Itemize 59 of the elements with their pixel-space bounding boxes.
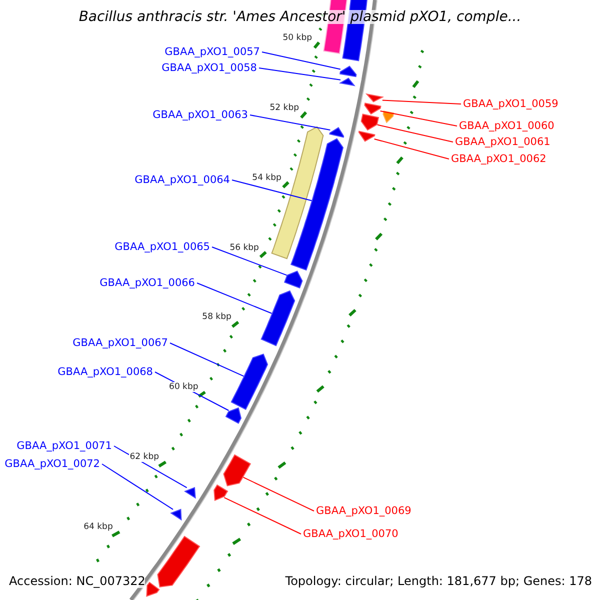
gene-feature: [230, 354, 268, 410]
scale-label: 64 kbp: [82, 522, 114, 532]
gene-label: GBAA_pXO1_0069: [316, 504, 412, 518]
leader-line: [250, 114, 331, 130]
gene-label: GBAA_pXO1_0057: [164, 45, 260, 59]
gene-label: GBAA_pXO1_0059: [463, 97, 558, 111]
gene-feature: [358, 130, 376, 142]
gene-label: GBAA_pXO1_0064: [134, 173, 230, 187]
gene-feature: [223, 454, 252, 486]
leader-line: [242, 476, 314, 512]
gene-feature: [340, 66, 357, 78]
gene-label: GBAA_pXO1_0070: [303, 527, 398, 541]
title: Bacillus anthracis str. 'Ames Ancestor' plasmid pXO1, comple...: [78, 10, 522, 24]
leader-line: [380, 110, 458, 126]
gene-label: GBAA_pXO1_0062: [451, 152, 546, 166]
leader-line: [374, 138, 450, 160]
scale-label: 60 kbp: [168, 382, 200, 392]
gene-label: GBAA_pXO1_0067: [72, 336, 168, 350]
gene-feature: [360, 114, 380, 131]
leader-line: [382, 100, 462, 104]
gene-label: GBAA_pXO1_0061: [455, 135, 550, 149]
leader-line: [224, 497, 302, 534]
gene-feature: [260, 290, 296, 346]
accession-text: Accession: NC_007322: [9, 574, 146, 588]
leader-line: [102, 464, 174, 510]
leader-line: [232, 180, 312, 202]
gene-label: GBAA_pXO1_0065: [114, 240, 210, 254]
scale-label: 56 kbp: [228, 242, 260, 252]
summary-text: Topology: circular; Length: 181,677 bp; Genes: 178: [285, 574, 592, 588]
gene-feature: [284, 270, 303, 288]
gene-label: GBAA_pXO1_0058: [162, 61, 257, 75]
gene-feature: [290, 138, 344, 270]
gene-feature: [340, 78, 355, 86]
gene-label: GBAA_pXO1_0060: [459, 119, 554, 133]
scale-label: 62 kbp: [128, 452, 160, 462]
gene-feature: [184, 486, 196, 498]
leader-line: [258, 68, 341, 80]
leader-line: [196, 282, 272, 314]
gene-label: GBAA_pXO1_0071: [16, 439, 112, 453]
leader-line: [170, 342, 244, 377]
scale-label: 58 kbp: [201, 312, 232, 322]
scale-label: 52 kbp: [268, 102, 300, 113]
gene-feature: [364, 102, 382, 115]
leader-line: [212, 246, 288, 276]
gene-label: GBAA_pXO1_0068: [58, 365, 153, 379]
gene-feature: [157, 536, 200, 588]
leader-line: [376, 124, 454, 142]
gene-label: GBAA_pXO1_0072: [4, 457, 100, 471]
gene-feature: [146, 582, 160, 597]
gene-feature: [225, 407, 242, 424]
gene-feature: [382, 110, 394, 124]
gene-feature: [170, 508, 182, 520]
gene-feature: [214, 484, 228, 502]
gene-label: GBAA_pXO1_0063: [152, 108, 248, 122]
gene-label: GBAA_pXO1_0066: [100, 276, 195, 290]
gene-feature: [366, 94, 383, 102]
scale-label: 50 kbp: [282, 33, 313, 44]
leader-line: [262, 52, 341, 70]
scale-label: 54 kbp: [251, 172, 282, 183]
